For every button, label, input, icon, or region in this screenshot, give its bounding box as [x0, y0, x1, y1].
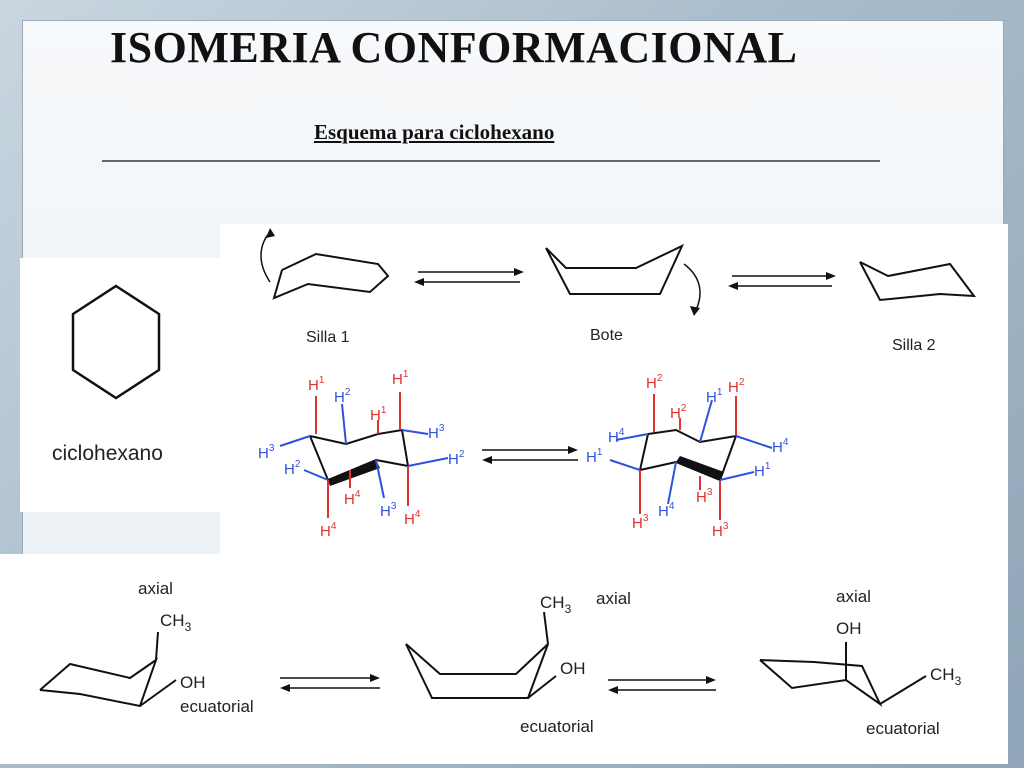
h-label: H4: [608, 427, 625, 446]
label-silla-1: Silla 1: [306, 329, 350, 346]
h-label: H3: [632, 513, 649, 532]
equilibrium-arrow-3: [482, 446, 578, 464]
chair-1-ring: [272, 252, 390, 300]
ch3-label: CH3: [540, 593, 572, 616]
ecuatorial-label: ecuatorial: [866, 719, 940, 738]
curved-arrow-down-head: [690, 306, 700, 316]
ch3-label: CH3: [930, 665, 962, 688]
ecuatorial-label: ecuatorial: [520, 717, 594, 736]
slide-subtitle: Esquema para ciclohexano: [314, 120, 555, 144]
h-label: H4: [658, 501, 675, 520]
axial-label: axial: [138, 579, 173, 598]
h-label: H3: [428, 423, 445, 442]
equilibrium-arrow-1: [414, 268, 524, 286]
h-label: H4: [404, 509, 421, 528]
ch3-label: CH3: [160, 611, 192, 634]
equilibrium-arrow-2: [728, 272, 836, 290]
h-label: H2: [448, 449, 465, 468]
equilibrium-arrow-4: [280, 674, 380, 692]
h-label: H3: [696, 487, 713, 506]
h-label: H1: [370, 405, 387, 424]
h-label: H2: [284, 459, 301, 478]
labeled-chair-b: H2 H1 H2 H2 H4 H4 H1 H1 H3 H4 H3 H3: [586, 373, 789, 540]
chair-2-ring: [859, 261, 977, 302]
axial-label: axial: [836, 587, 871, 606]
h-label: H3: [380, 501, 397, 520]
conformation-panel: Silla 1 Bote Silla 2: [220, 224, 1008, 554]
label-silla-2: Silla 2: [892, 337, 936, 354]
cyclohexane-hexagon: [71, 284, 161, 400]
curved-arrow-down: [683, 263, 701, 311]
h-label: H1: [754, 461, 771, 480]
h-label: H3: [258, 443, 275, 462]
cyclohexane-panel: ciclohexano: [20, 258, 220, 512]
ecuatorial-label: ecuatorial: [180, 697, 254, 716]
cyclohexane-label: ciclohexano: [52, 442, 163, 465]
conformation-svg: Silla 1 Bote Silla 2: [258, 228, 977, 540]
h-label: H1: [392, 369, 409, 388]
h-label: H2: [334, 387, 351, 406]
structure-3: axial OH CH3 ecuatorial: [759, 587, 962, 738]
oh-label: OH: [560, 659, 586, 678]
curved-arrow-up-head: [266, 228, 275, 238]
h-label: H4: [344, 489, 361, 508]
oh-label: OH: [836, 619, 862, 638]
title-divider: [102, 160, 880, 162]
label-bote: Bote: [590, 327, 623, 344]
h-label: H2: [670, 403, 687, 422]
structure-2: CH3 axial OH ecuatorial: [405, 589, 631, 736]
cyclohexane-hexagon-svg: ciclohexano: [52, 284, 163, 465]
h-label: H4: [772, 437, 789, 456]
labeled-chair-a: H1 H2 H1 H1 H3 H3 H2 H2 H4 H3 H4 H4: [258, 369, 465, 540]
h-label: H1: [706, 387, 723, 406]
axial-label: axial: [596, 589, 631, 608]
h-label: H2: [728, 377, 745, 396]
substituent-panel: axial CH3 OH ecuatorial CH3 axial OH ecu…: [0, 554, 1008, 764]
h-label: H4: [320, 521, 337, 540]
h-label: H1: [308, 375, 325, 394]
curved-arrow-up: [260, 231, 271, 283]
oh-label: OH: [180, 673, 206, 692]
h-label: H3: [712, 521, 729, 540]
boat-ring: [545, 243, 685, 295]
h-label: H1: [586, 447, 603, 466]
h-label: H2: [646, 373, 663, 392]
structure-1: axial CH3 OH ecuatorial: [39, 579, 254, 716]
equilibrium-arrow-5: [608, 676, 716, 694]
substituent-svg: axial CH3 OH ecuatorial CH3 axial OH ecu…: [39, 579, 962, 738]
slide-title: ISOMERIA CONFORMACIONAL: [110, 23, 798, 72]
